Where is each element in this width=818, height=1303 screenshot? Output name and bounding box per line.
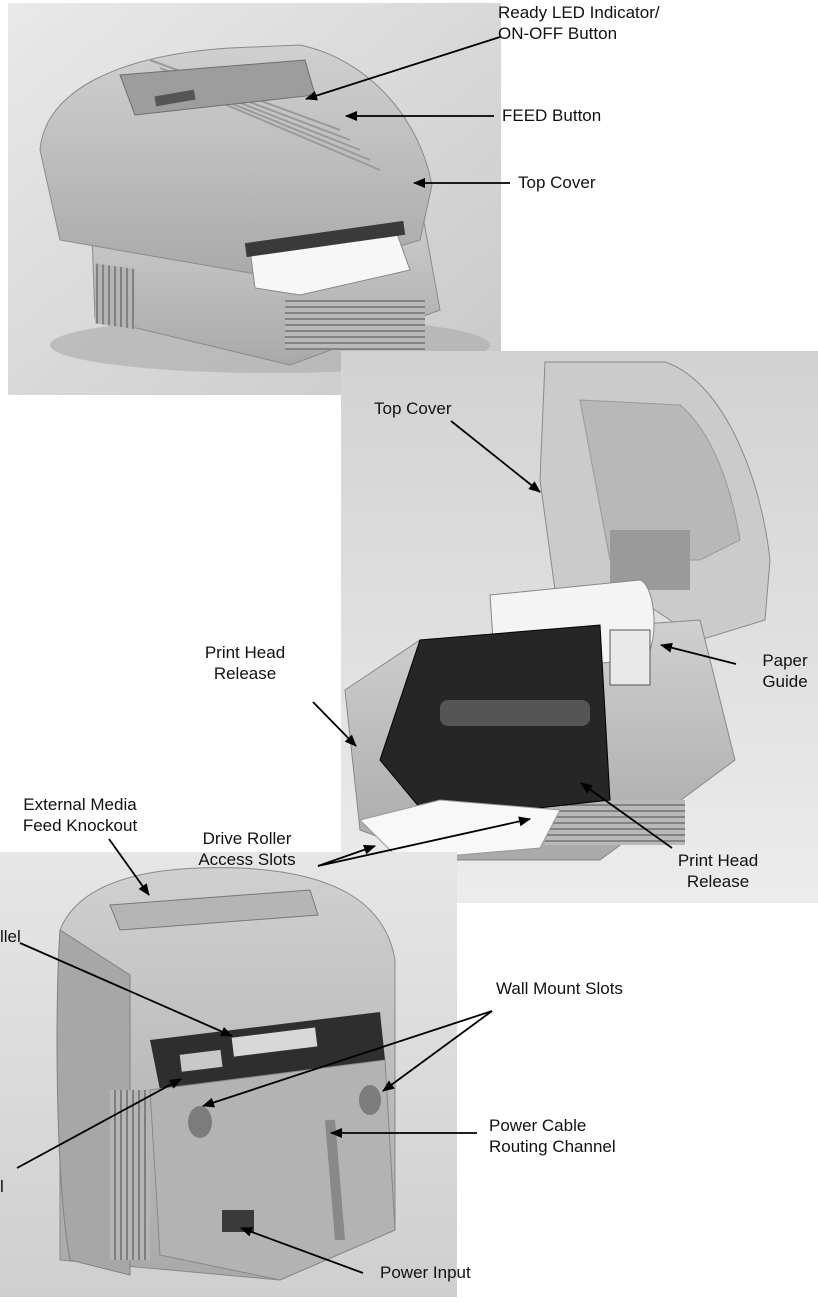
parallel-connector xyxy=(230,1026,319,1058)
label-serial-partial: l xyxy=(0,1177,4,1196)
base-vents-front xyxy=(285,300,425,350)
cover-window xyxy=(610,530,690,590)
label-paper-guide: Paper Guide xyxy=(762,651,808,691)
arrow-drive-roller-1 xyxy=(317,844,376,867)
label-power-input: Power Input xyxy=(380,1263,471,1282)
label-top-cover-1: Top Cover xyxy=(518,173,596,192)
label-external-media: External Media Feed Knockout xyxy=(22,795,138,835)
arrow-parallel xyxy=(19,942,233,1037)
arrow-wall-mount-2 xyxy=(382,1010,493,1092)
arrow-print-head-right xyxy=(580,782,673,849)
photo-rear-printer xyxy=(0,852,457,1297)
label-parallel-partial: llel xyxy=(0,927,21,946)
paper-guide-part xyxy=(609,629,651,686)
photo-closed-printer xyxy=(8,3,501,395)
label-ready-led: Ready LED Indicator/ ON-OFF Button xyxy=(498,3,660,43)
label-print-head-release-right: Print Head Release xyxy=(677,851,759,891)
media-knockout xyxy=(109,889,319,931)
arrow-external-media xyxy=(108,838,150,896)
photo-open-printer xyxy=(341,351,818,903)
label-feed-button: FEED Button xyxy=(502,106,602,125)
cable-channel xyxy=(325,1119,345,1241)
rear-side-vents xyxy=(110,1090,150,1260)
arrow-print-head-left xyxy=(312,701,357,747)
label-power-cable: Power Cable Routing Channel xyxy=(489,1116,616,1156)
serial-connector xyxy=(178,1048,224,1073)
arrow-power-input xyxy=(240,1227,364,1274)
label-wall-mount: Wall Mount Slots xyxy=(496,979,623,998)
drive-roller xyxy=(440,700,590,726)
cover-inner-panel xyxy=(579,399,741,561)
wall-mount-slot-left xyxy=(188,1106,212,1138)
arrow-top-cover-2 xyxy=(450,420,541,493)
arrow-drive-roller-2 xyxy=(317,816,531,867)
label-print-head-release-left: Print Head Release xyxy=(204,643,286,683)
callout-arrows xyxy=(16,36,737,1274)
arrow-wall-mount-1 xyxy=(202,1010,493,1108)
logo-badge xyxy=(154,89,196,107)
label-top-cover-2: Top Cover xyxy=(374,399,452,418)
arrow-ready-led xyxy=(305,36,501,101)
arrow-serial xyxy=(16,1078,182,1169)
base-vents-left xyxy=(95,263,135,329)
arrow-paper-guide xyxy=(660,642,737,665)
power-input-port xyxy=(222,1210,254,1232)
label-drive-roller: Drive Roller Access Slots xyxy=(198,829,296,869)
wall-mount-slot-right xyxy=(359,1085,381,1115)
paper-slot xyxy=(244,220,406,258)
